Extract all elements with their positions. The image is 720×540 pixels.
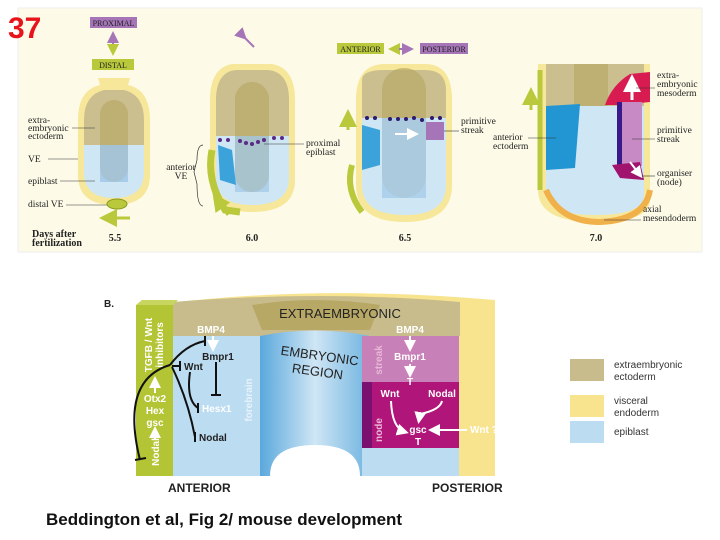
- anterior-axis-label: ANTERIOR: [340, 45, 381, 54]
- gsc-right-label: gsc: [409, 425, 427, 436]
- activation-arrows: [390, 400, 467, 436]
- wnt-left-label: Wnt: [184, 362, 204, 373]
- anterior-posterior-axis: ANTERIOR POSTERIOR: [337, 43, 468, 55]
- panel-b-label: B.: [104, 299, 114, 310]
- embryo-7-0: [522, 64, 653, 226]
- forebrain-label: forebrain: [244, 378, 255, 421]
- epiblast-label: epiblast: [28, 177, 58, 187]
- streak-label: streak: [374, 345, 385, 375]
- organiser-label: organiser(node): [657, 169, 693, 188]
- hesx1-label: Hesx1: [202, 404, 232, 415]
- stage-6-5: 6.5: [399, 233, 412, 244]
- distal-label: DISTAL: [99, 61, 127, 70]
- ve-label: VE: [28, 155, 41, 165]
- node-label: node: [374, 418, 385, 442]
- embryo-6-0: [207, 27, 295, 216]
- distal-ve-label: distal VE: [28, 200, 64, 210]
- bmpr1-right-label: Bmpr1: [394, 352, 426, 363]
- embryo-5-5: [78, 78, 150, 227]
- nodal-right-label: Nodal: [428, 389, 456, 400]
- stage-7-0: 7.0: [590, 233, 603, 244]
- nodal-ve-label: Nodal: [151, 438, 162, 466]
- proximal-label: PROXIMAL: [93, 19, 135, 28]
- wnt-question-label: Wnt ?: [470, 425, 498, 436]
- hex-label: Hex: [146, 406, 165, 417]
- bmp4-right-label: BMP4: [396, 325, 424, 336]
- caption: Beddington et al, Fig 2/ mouse developme…: [46, 510, 403, 529]
- otx2-label: Otx2: [144, 394, 167, 405]
- legend-swatch-extraembryonic: [570, 359, 604, 381]
- t-label: T: [407, 377, 413, 388]
- posterior-axis-label: POSTERIOR: [422, 45, 466, 54]
- bmp4-left-label: BMP4: [197, 325, 225, 336]
- posterior-label: POSTERIOR: [432, 481, 503, 495]
- bmpr1-left-label: Bmpr1: [202, 352, 234, 363]
- stage-6-0: 6.0: [246, 233, 259, 244]
- gsc-ve-label: gsc: [146, 418, 164, 429]
- embryo-6-5: [339, 64, 452, 222]
- nodal-left-label: Nodal: [199, 433, 227, 444]
- inhibition-arrows: [133, 336, 221, 461]
- legend-swatch-visceral: [570, 395, 604, 417]
- t2-label: T: [415, 437, 421, 448]
- extraembryonic-label: EXTRAEMBRYONIC: [279, 306, 401, 321]
- tgfb-wnt-inhibitors-label: TGFB / Wntinhibitors: [144, 317, 166, 372]
- slide-number: 37: [8, 12, 41, 45]
- proximal-distal-axis: PROXIMAL DISTAL: [90, 17, 137, 70]
- wnt-right-label: Wnt: [381, 389, 401, 400]
- legend-epiblast-label: epiblast: [614, 427, 649, 438]
- anterior-label: ANTERIOR: [168, 481, 231, 495]
- legend-swatch-epiblast: [570, 421, 604, 443]
- stage-5-5: 5.5: [109, 233, 122, 244]
